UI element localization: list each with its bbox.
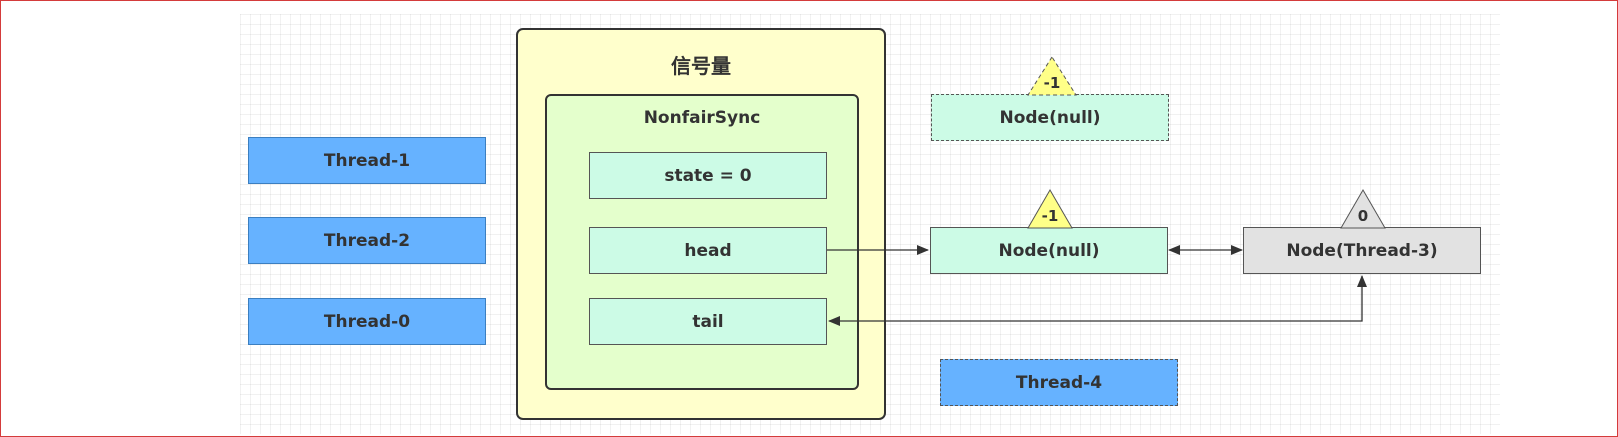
thread-4-label: Thread-4: [1015, 372, 1103, 393]
head-node: Node(null): [930, 227, 1168, 274]
tail-node: Node(Thread-3): [1243, 227, 1481, 274]
thread-4-box: Thread-4: [940, 359, 1178, 406]
floating-node: Node(null): [931, 94, 1169, 141]
tail-node-status: 0: [1358, 207, 1368, 225]
floating-node-status: -1: [1044, 74, 1061, 92]
state-field-label: state = 0: [664, 165, 752, 186]
head-field: head: [589, 227, 827, 274]
tail-pointer-arrow: [828, 275, 1367, 326]
tail-field: tail: [589, 298, 827, 345]
state-field: state = 0: [589, 152, 827, 199]
thread-1-box: Thread-1: [248, 137, 486, 184]
tail-node-label: Node(Thread-3): [1286, 240, 1438, 261]
thread-2-label: Thread-2: [323, 230, 411, 251]
thread-2-box: Thread-2: [248, 217, 486, 264]
nonfair-sync-title: NonfairSync: [643, 108, 761, 128]
head-node-label: Node(null): [998, 240, 1100, 261]
thread-1-label: Thread-1: [323, 150, 411, 171]
thread-0-label: Thread-0: [323, 311, 411, 332]
floating-node-status-triangle: -1: [1027, 56, 1077, 96]
head-field-label: head: [684, 240, 732, 261]
floating-node-label: Node(null): [999, 107, 1101, 128]
head-node-status-triangle: -1: [1027, 189, 1073, 229]
tail-field-label: tail: [692, 311, 724, 332]
thread-0-box: Thread-0: [248, 298, 486, 345]
tail-node-status-triangle: 0: [1340, 189, 1386, 229]
head-node-status: -1: [1042, 207, 1059, 225]
semaphore-title: 信号量: [671, 54, 731, 78]
